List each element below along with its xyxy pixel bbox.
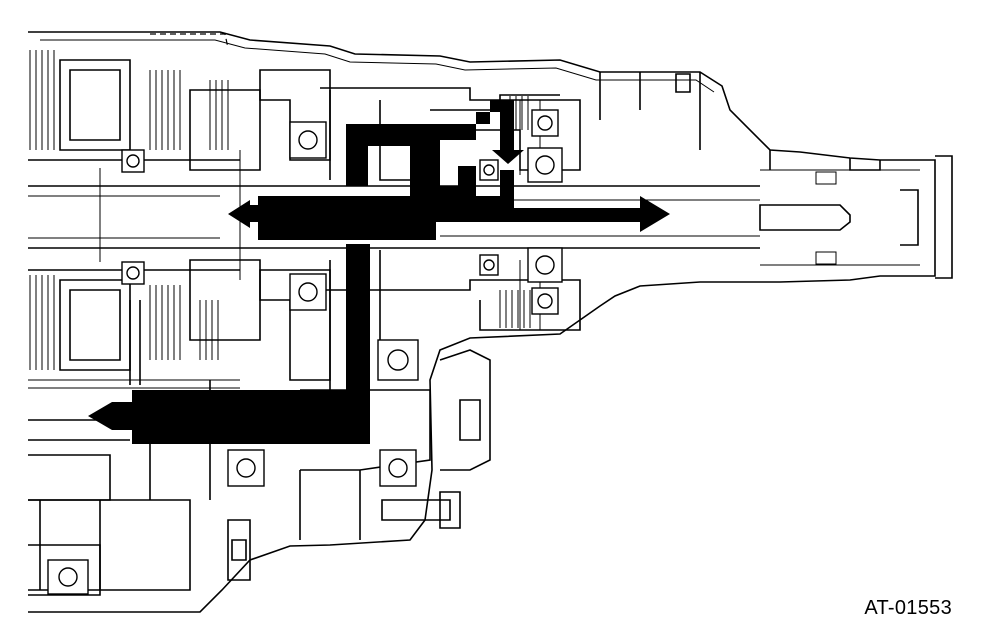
bearing-1 bbox=[289, 121, 327, 159]
clutch-pack-upper bbox=[29, 50, 229, 150]
power-flow-path bbox=[88, 100, 670, 444]
bearing-9 bbox=[379, 449, 417, 487]
transfer-clutch-plates bbox=[499, 96, 531, 328]
bearing-14 bbox=[47, 559, 89, 595]
bearing-2 bbox=[289, 273, 327, 311]
bearing-12 bbox=[121, 261, 145, 285]
bearing-6 bbox=[531, 287, 559, 315]
rear-output-flow-arrow bbox=[258, 196, 436, 240]
bearing-8 bbox=[227, 449, 265, 487]
figure-id-label: AT-01553 bbox=[864, 597, 952, 619]
transmission-case-outline bbox=[28, 31, 953, 613]
bearing-4 bbox=[527, 247, 563, 283]
transfer-clutch-flow bbox=[346, 124, 432, 196]
front-output-flow-arrow bbox=[88, 390, 370, 444]
clutch-pack-lower bbox=[29, 275, 219, 370]
bearing-7 bbox=[377, 339, 419, 381]
input-flow-arrow-left bbox=[228, 200, 258, 228]
bearing-13 bbox=[121, 149, 145, 173]
bearing-10 bbox=[479, 159, 499, 181]
bearing-5 bbox=[531, 109, 559, 137]
bearing-3 bbox=[527, 147, 563, 183]
bearing-11 bbox=[479, 254, 499, 276]
